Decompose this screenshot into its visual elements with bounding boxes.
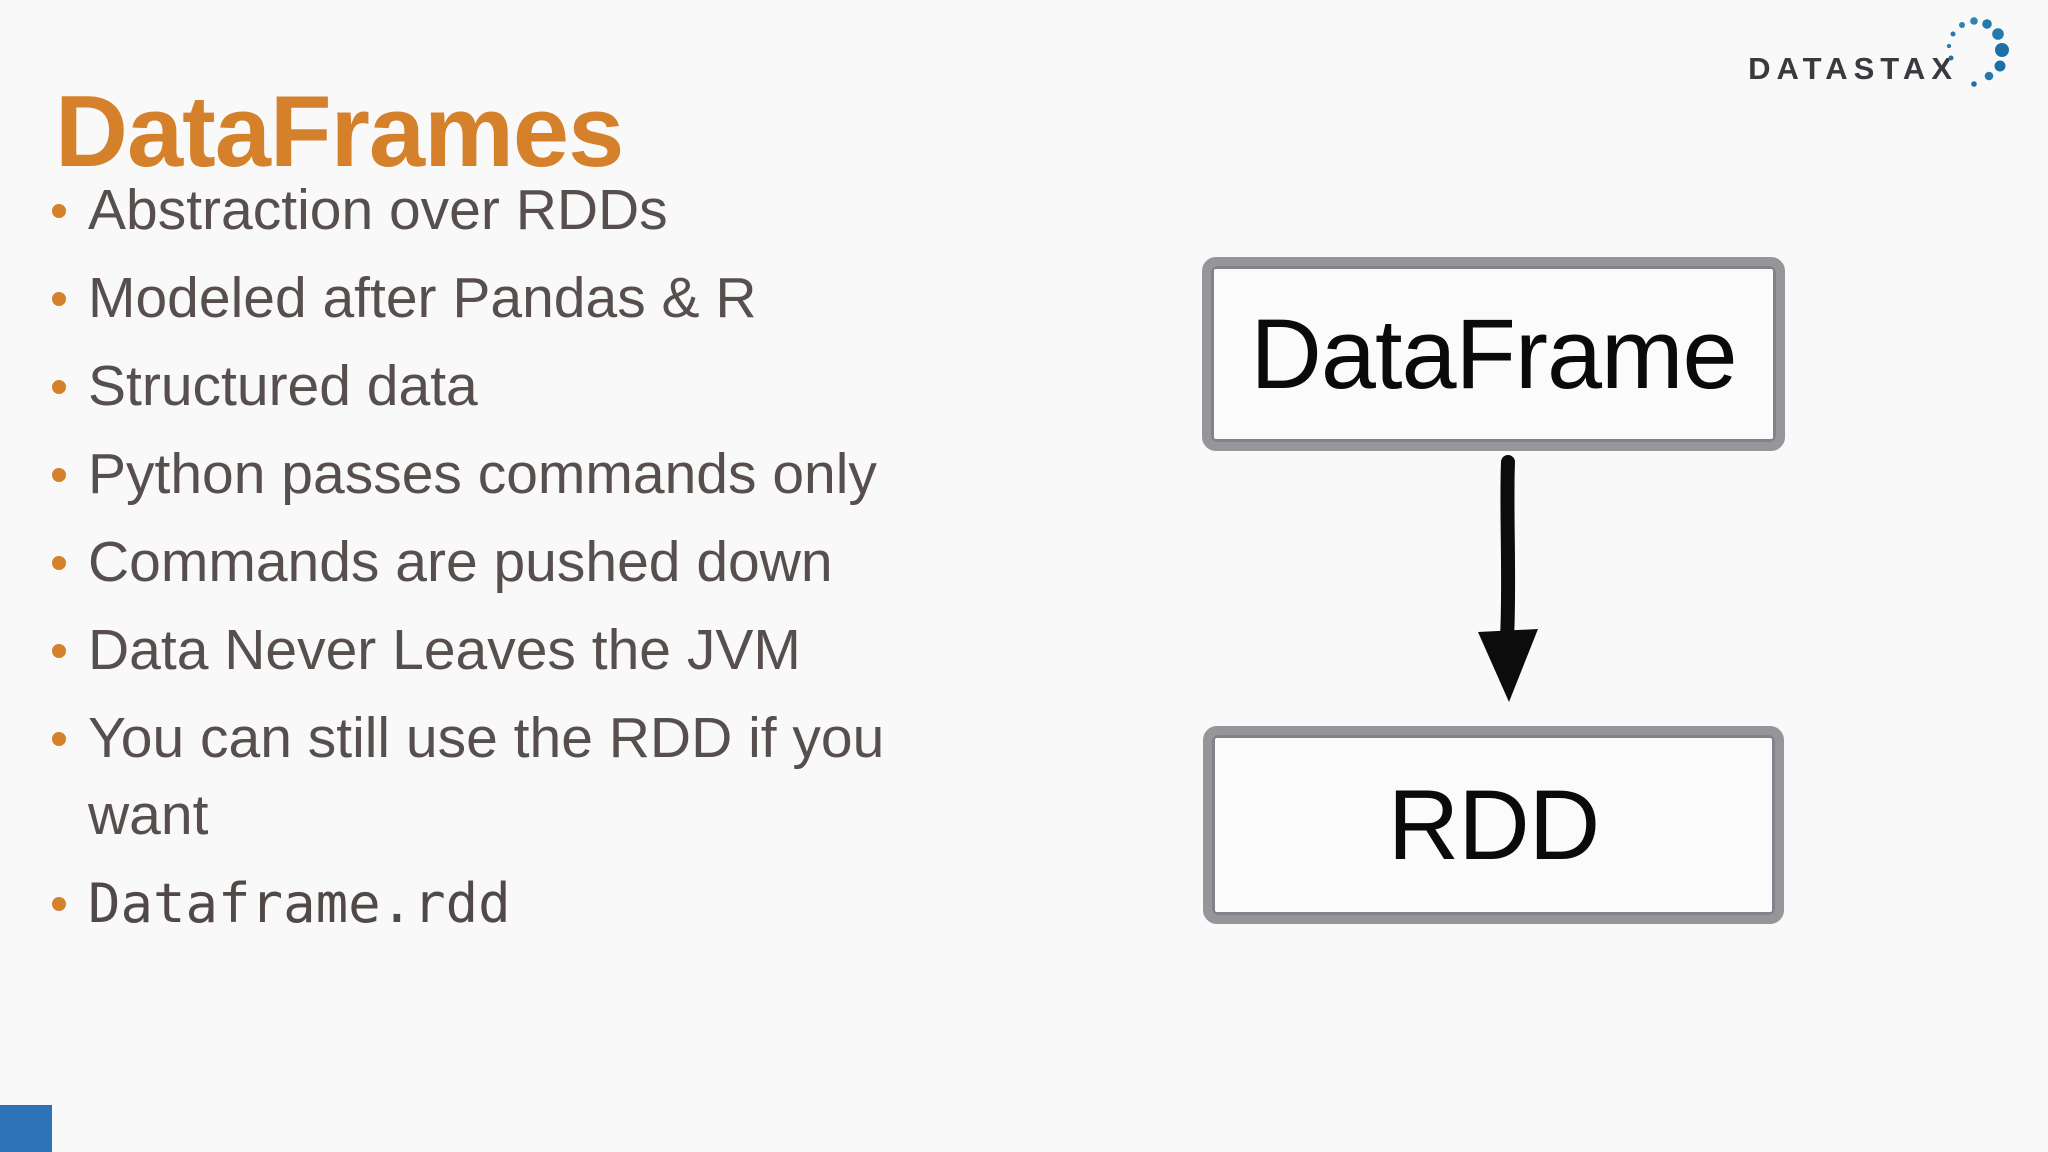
bullet-text: Modeled after Pandas & R: [88, 266, 757, 330]
datastax-logo-wordmark: DATASTAX: [1748, 50, 1958, 86]
down-arrow-icon: [1478, 455, 1538, 702]
bullet-dot-icon: [52, 380, 66, 394]
dataframe-node-label: DataFrame: [1250, 298, 1737, 409]
corner-accent-square: [0, 1105, 52, 1152]
bullet-text: Python passes commands only: [88, 442, 877, 506]
bullet-dot-icon: [52, 204, 66, 218]
list-item: Commands are pushed down: [52, 524, 902, 601]
bullet-text: Commands are pushed down: [88, 530, 833, 594]
datastax-dots-swirl-icon: [1946, 17, 2009, 87]
list-item: You can still use the RDD if you want: [52, 700, 902, 854]
rdd-node: RDD: [1203, 726, 1784, 924]
bullet-text: Abstraction over RDDs: [88, 178, 668, 242]
bullet-text: You can still use the RDD if you want: [88, 706, 885, 847]
bullet-text: Structured data: [88, 354, 478, 418]
list-item: Python passes commands only: [52, 436, 902, 513]
bullet-list: Abstraction over RDDs Modeled after Pand…: [52, 172, 902, 953]
rdd-node-label: RDD: [1387, 769, 1600, 880]
bullet-dot-icon: [52, 732, 66, 746]
datastax-logo: DATASTAX: [1748, 17, 2018, 100]
list-item: Dataframe.rdd: [52, 865, 902, 942]
bullet-dot-icon: [52, 292, 66, 306]
list-item: Data Never Leaves the JVM: [52, 612, 902, 689]
list-item: Structured data: [52, 348, 902, 425]
page-title: DataFrames: [55, 75, 624, 188]
list-item: Abstraction over RDDs: [52, 172, 902, 249]
bullet-text: Data Never Leaves the JVM: [88, 618, 801, 682]
bullet-dot-icon: [52, 644, 66, 658]
bullet-dot-icon: [52, 556, 66, 570]
list-item: Modeled after Pandas & R: [52, 260, 902, 337]
bullet-text: Dataframe.rdd: [88, 872, 511, 935]
bullet-dot-icon: [52, 468, 66, 482]
dataframe-node: DataFrame: [1202, 257, 1785, 451]
bullet-dot-icon: [52, 897, 66, 911]
